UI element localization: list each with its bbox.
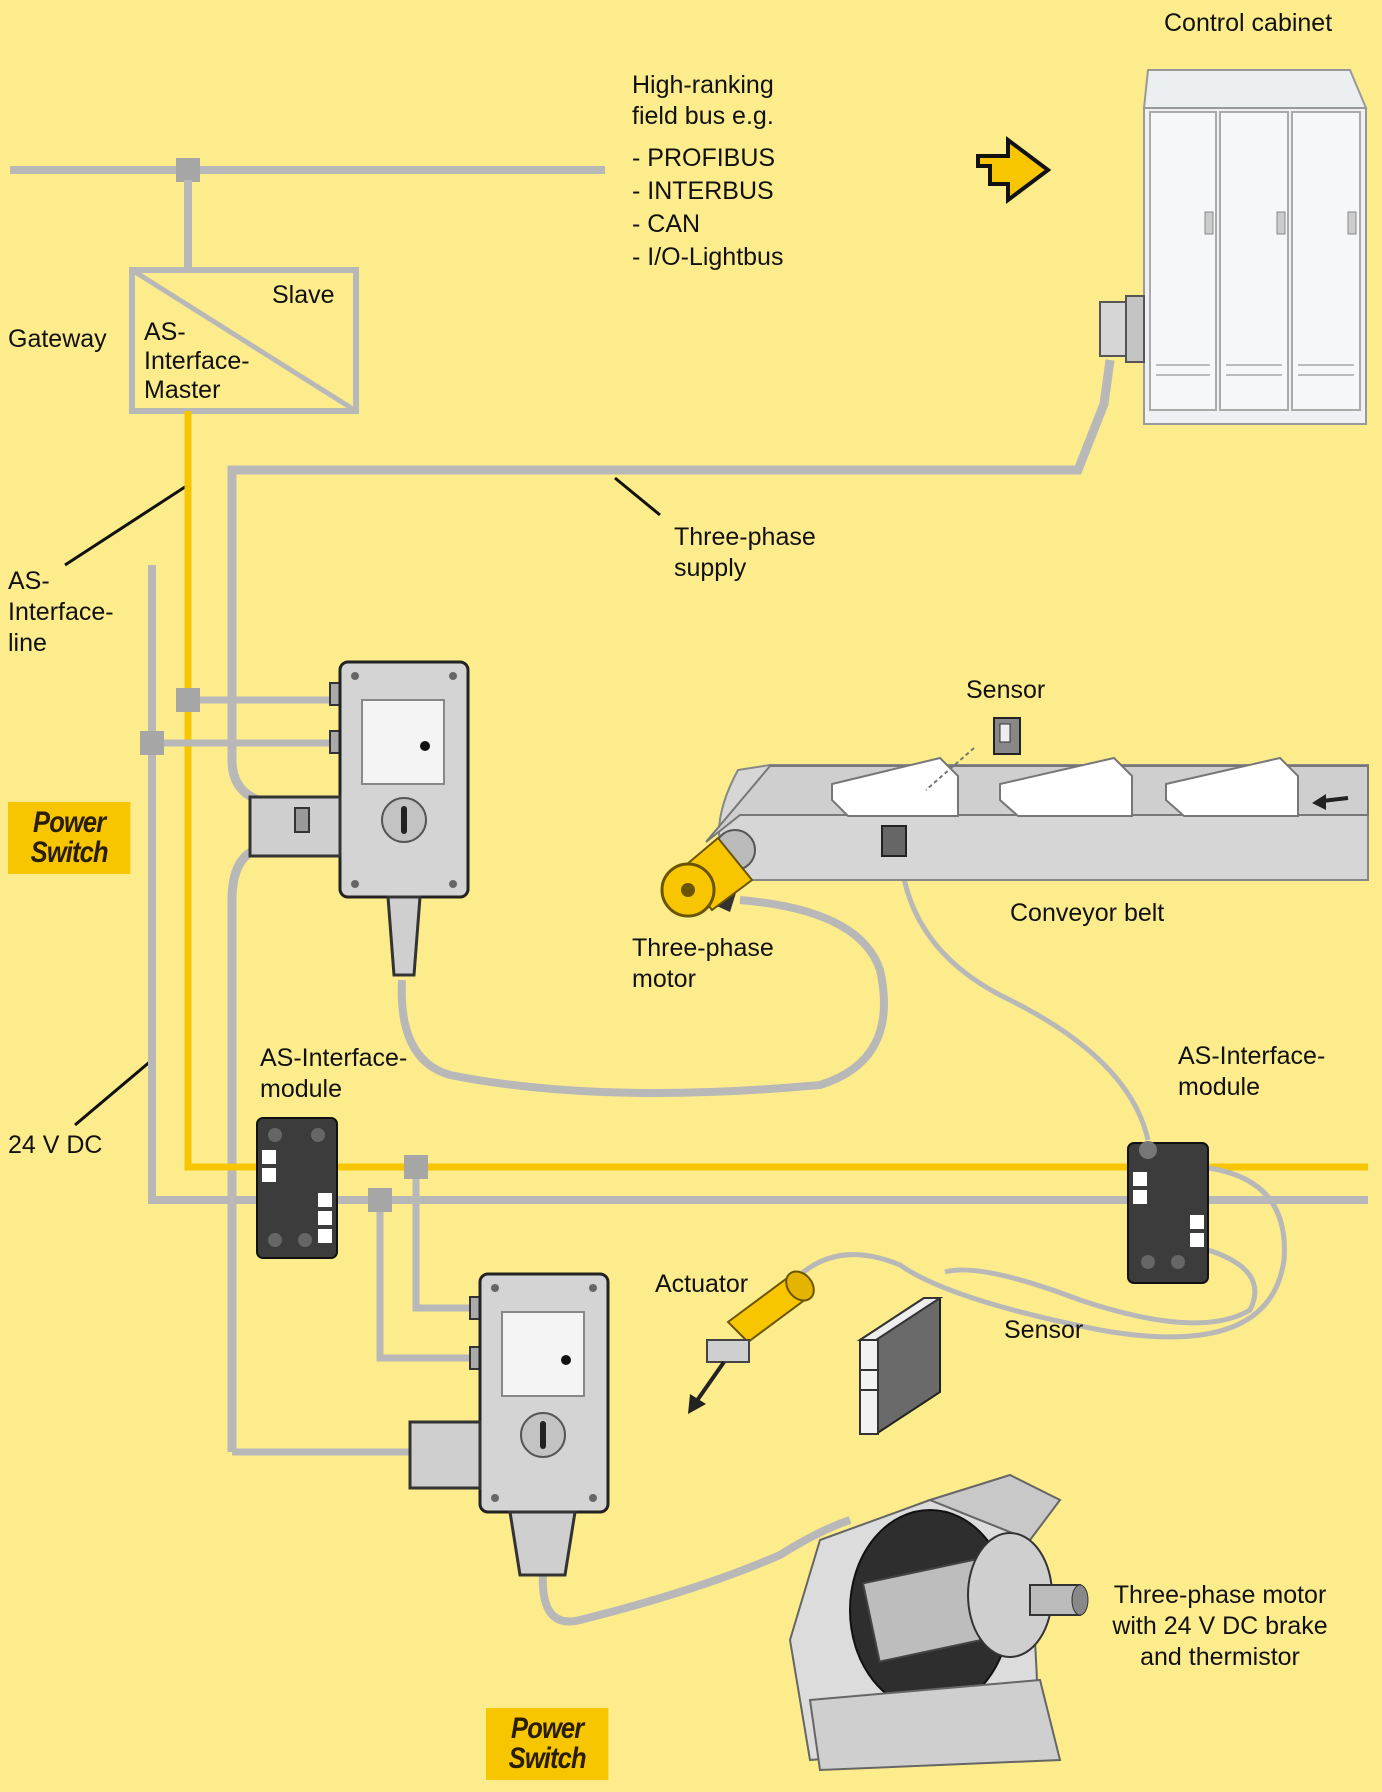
as-interface-module-left [257,1118,337,1258]
sensor-bottom-label: Sensor [1004,1315,1083,1346]
dc-24v-label: 24 V DC [8,1130,102,1161]
tap-node [140,731,164,755]
fieldbus-item-lightbus: - I/O-Lightbus [632,242,783,273]
conveyor-belt-label: Conveyor belt [1010,898,1164,929]
sensor-bottom-device [860,1298,940,1434]
tap-node [176,688,200,712]
tap-node [368,1188,392,1212]
module-right-label: AS-Interface- module [1178,1041,1325,1103]
as-interface-line-label: AS- Interface- line [8,566,114,659]
actuator-label: Actuator [655,1269,748,1300]
supply-leader [615,478,660,515]
power-switch-badge-lower: Power Switch [486,1708,608,1780]
fieldbus-item-profibus: - PROFIBUS [632,143,775,174]
dc-leader [75,1060,152,1125]
three-phase-supply-label: Three-phase supply [674,522,816,584]
tap-lower-1 [416,1167,478,1308]
control-cabinet-label: Control cabinet [1164,8,1332,39]
fieldbus-item-interbus: - INTERBUS [632,176,774,207]
arrow-right-icon [978,140,1048,200]
sensor-top [994,718,1020,754]
tap-lower-2 [380,1200,478,1358]
three-phase-motor-label: Three-phase motor [632,933,774,995]
as-interface-module-right [1128,1141,1208,1283]
three-phase-brake-motor [790,1475,1088,1770]
master-label: AS- Interface- Master [144,318,250,405]
fieldbus-heading: High-ranking field bus e.g. [632,70,774,132]
slave-label: Slave [272,280,335,311]
sensor-top-label: Sensor [966,675,1045,706]
control-cabinet [1100,70,1366,424]
fieldbus-item-can: - CAN [632,209,700,240]
power-switch-device-lower [410,1274,608,1575]
brake-motor-label: Three-phase motor with 24 V DC brake and… [1100,1580,1340,1673]
fieldbus-node [176,158,200,182]
conveyor-belt [706,748,1368,880]
power-switch-badge-upper: Power Switch [8,802,130,874]
motor-cable [402,900,884,1093]
power-switch-device-upper [250,662,468,975]
sensor-cable-top [900,848,1148,1140]
as-line-leader [65,485,188,565]
gateway-label: Gateway [8,324,107,355]
module-left-label: AS-Interface- module [260,1043,407,1105]
arrow-down-left-icon [688,1362,724,1414]
tap-node [404,1155,428,1179]
